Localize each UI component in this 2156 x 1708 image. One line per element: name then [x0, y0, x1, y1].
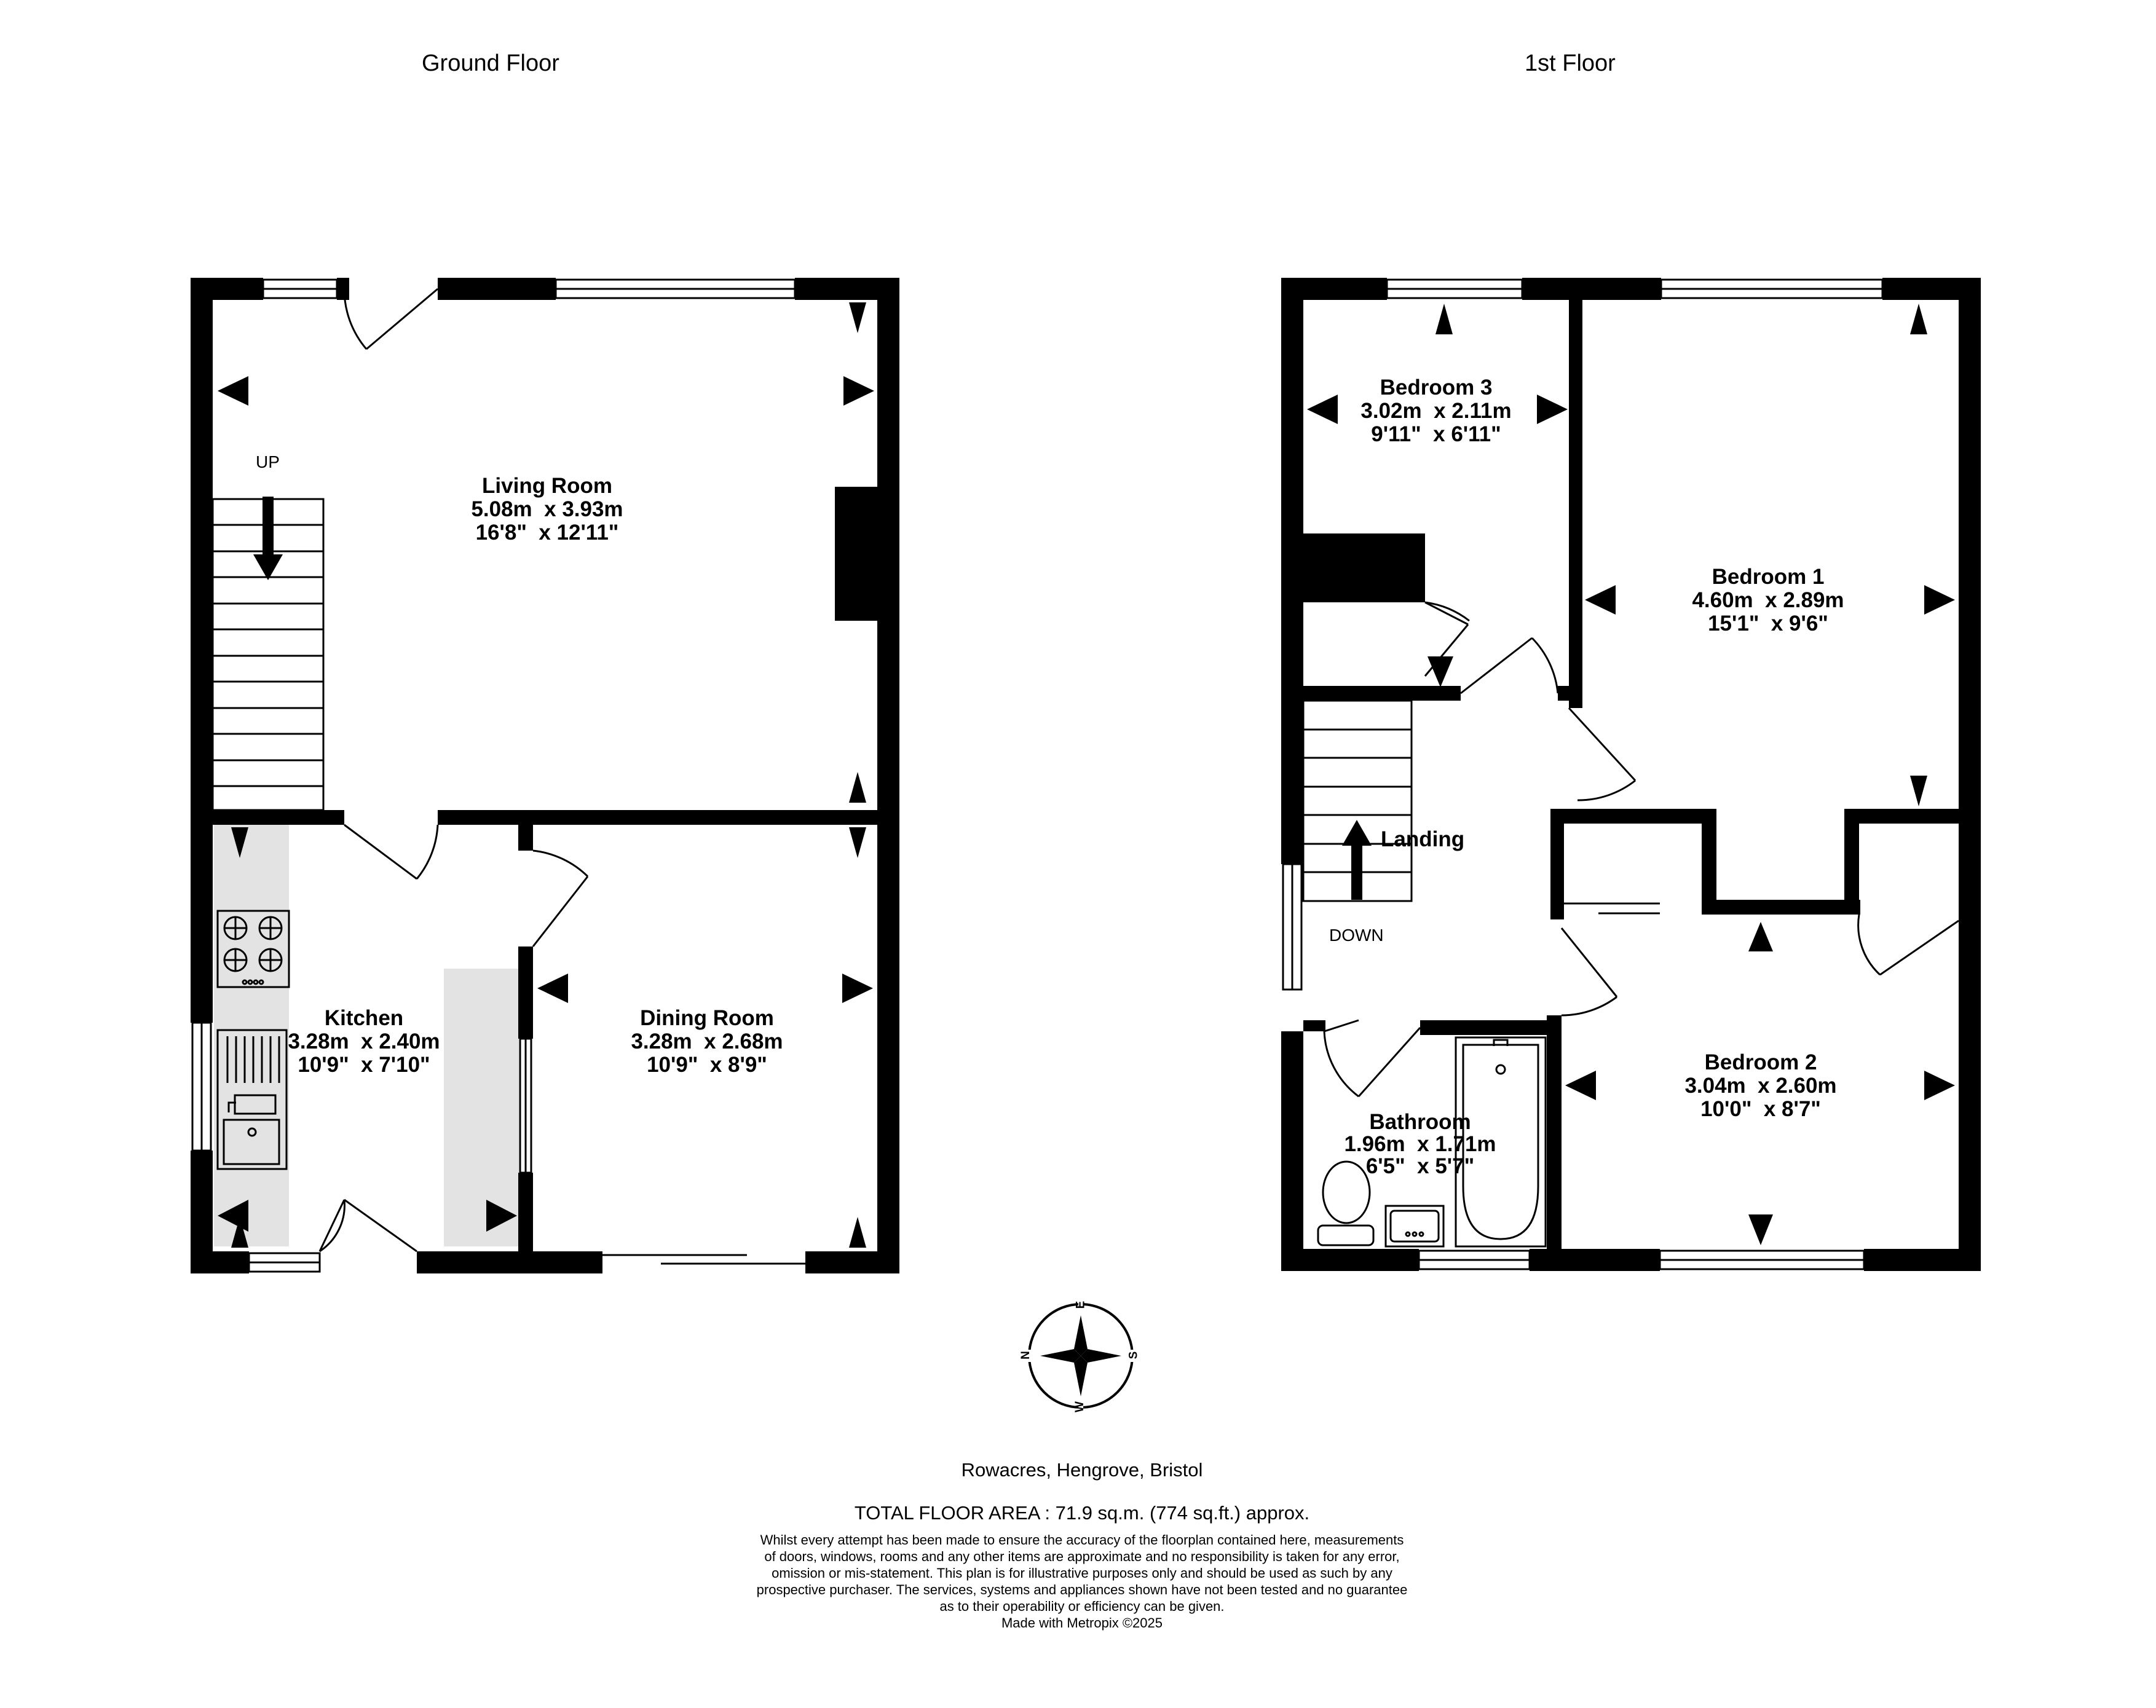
room-label-bathroom: Bathroom 1.96m x 1.71m 6'5" x 5'7"	[1297, 1111, 1543, 1178]
compass-icon	[1022, 1297, 1140, 1415]
stairs-down-label: DOWN	[1329, 926, 1384, 945]
total-floor-area: TOTAL FLOOR AREA : 71.9 sq.m. (774 sq.ft…	[854, 1502, 1310, 1524]
property-address: Rowacres, Hengrove, Bristol	[961, 1459, 1203, 1481]
ground-outer-walls	[191, 278, 899, 1273]
compass-letter-s: S	[1127, 1351, 1140, 1360]
room-dimensions-imperial: 15'1" x 9'6"	[1708, 612, 1828, 636]
room-dimensions-imperial: 10'9" x 7'10"	[298, 1053, 430, 1077]
first-outer-walls	[1281, 278, 1981, 1271]
first-floor-plan	[1281, 278, 1981, 1271]
room-dimensions-imperial: 9'11" x 6'11"	[1371, 422, 1501, 446]
room-dimensions-imperial: 10'9" x 8'9"	[647, 1053, 767, 1077]
room-label-landing: Landing	[1381, 827, 1465, 851]
room-label-kitchen: Kitchen 3.28m x 2.40m 10'9" x 7'10"	[241, 1007, 487, 1077]
room-label-bedroom-1: Bedroom 1 4.60m x 2.89m 15'1" x 9'6"	[1645, 565, 1891, 636]
compass-letter-n: N	[1019, 1351, 1032, 1360]
stairs-up-label: UP	[256, 452, 280, 471]
room-dimensions-metric: 3.28m x 2.40m	[288, 1029, 440, 1053]
first-measure-arrows	[1307, 304, 1955, 1245]
ground-windows	[191, 278, 796, 1273]
ground-floor-plan	[191, 278, 899, 1273]
ground-doors	[318, 288, 805, 1265]
kitchen-sink-icon	[216, 1029, 288, 1170]
ground-stairs	[211, 498, 325, 811]
room-label-dining-room: Dining Room 3.28m x 2.68m 10'9" x 8'9"	[584, 1007, 830, 1077]
room-dimensions-imperial: 10'0" x 8'7"	[1700, 1097, 1821, 1121]
first-floor-title: 1st Floor	[1525, 50, 1616, 76]
disclaimer-line: of doors, windows, rooms and any other i…	[764, 1549, 1400, 1564]
room-label-bedroom-3: Bedroom 3 3.02m x 2.11m 9'11" x 6'11"	[1313, 376, 1559, 446]
room-dimensions-metric: 5.08m x 3.93m	[471, 497, 623, 521]
room-name: Dining Room	[640, 1006, 774, 1030]
disclaimer-line: as to their operability or efficiency ca…	[939, 1599, 1225, 1614]
disclaimer-line: omission or mis-statement. This plan is …	[772, 1565, 1392, 1581]
bath-icon	[1455, 1036, 1547, 1248]
stairs-arrow-icon	[253, 497, 283, 580]
stairs-arrow-icon	[1342, 820, 1372, 900]
ground-floor-title: Ground Floor	[422, 50, 559, 76]
room-name: Bedroom 1	[1712, 565, 1825, 589]
first-windows	[1282, 278, 1884, 1270]
disclaimer: Whilst every attempt has been made to en…	[615, 1532, 1549, 1631]
footer: Rowacres, Hengrove, Bristol TOTAL FLOOR …	[615, 1459, 1549, 1631]
room-dimensions-metric: 3.02m x 2.11m	[1360, 399, 1512, 423]
room-dimensions-metric: 3.28m x 2.68m	[631, 1029, 783, 1053]
room-dimensions-metric: 1.96m x 1.71m	[1344, 1132, 1496, 1156]
first-doors	[1323, 601, 1959, 1098]
toilet-icon	[1317, 1160, 1375, 1246]
credit: Made with Metropix ©2025	[1001, 1615, 1163, 1631]
room-dimensions-imperial: 6'5" x 5'7"	[1365, 1154, 1475, 1178]
room-name: Bedroom 3	[1380, 376, 1493, 399]
room-dimensions-metric: 4.60m x 2.89m	[1692, 588, 1844, 612]
basin-icon	[1384, 1205, 1445, 1248]
kitchen-worktop-shading	[214, 822, 289, 1246]
room-label-living-room: Living Room 5.08m x 3.93m 16'8" x 12'11"	[424, 474, 670, 545]
room-name: Kitchen	[324, 1006, 404, 1030]
hob-icon	[216, 910, 290, 988]
kitchen-worktop-shading	[444, 969, 519, 1246]
room-name: Living Room	[482, 474, 612, 498]
ground-measure-arrows	[218, 302, 874, 1248]
compass-letter-e: E	[1074, 1301, 1088, 1309]
disclaimer-line: Whilst every attempt has been made to en…	[760, 1532, 1404, 1548]
compass-letter-w: W	[1073, 1401, 1086, 1412]
room-name: Bedroom 2	[1704, 1050, 1817, 1074]
room-name: Bathroom	[1369, 1110, 1471, 1134]
room-dimensions-imperial: 16'8" x 12'11"	[475, 521, 619, 545]
disclaimer-line: prospective purchaser. The services, sys…	[756, 1582, 1408, 1597]
room-dimensions-metric: 3.04m x 2.60m	[1684, 1074, 1837, 1098]
room-label-bedroom-2: Bedroom 2 3.04m x 2.60m 10'0" x 8'7"	[1638, 1051, 1884, 1121]
